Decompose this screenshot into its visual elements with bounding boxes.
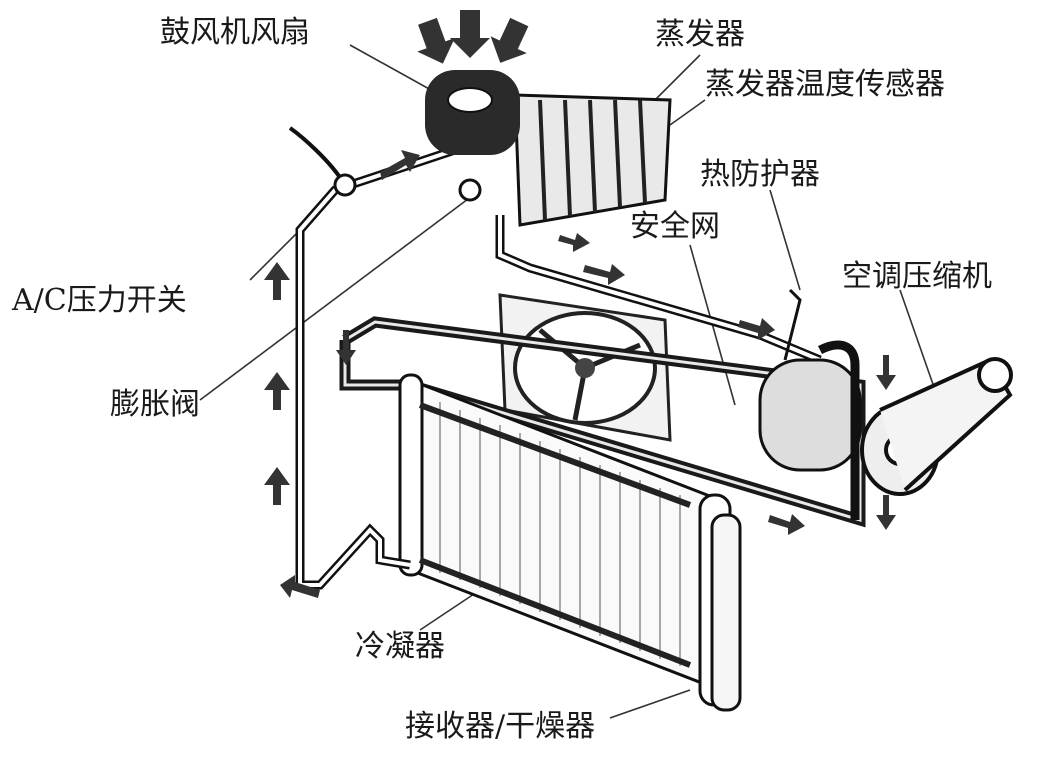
air-inlet-arrows bbox=[417, 10, 529, 64]
label-safety-net: 安全网 bbox=[630, 209, 720, 244]
label-evaporator-temp-sensor: 蒸发器温度传感器 bbox=[705, 67, 945, 102]
label-expansion-valve: 膨胀阀 bbox=[110, 387, 200, 422]
ac-compressor bbox=[758, 288, 1013, 520]
thermal-protector bbox=[783, 288, 802, 361]
evaporator bbox=[513, 93, 672, 227]
label-ac-compressor: 空调压缩机 bbox=[842, 259, 992, 294]
label-thermal-protector: 热防护器 bbox=[700, 157, 820, 192]
flow-arrows bbox=[264, 150, 896, 598]
blower-fan bbox=[425, 70, 520, 202]
pressure-switch bbox=[333, 173, 357, 197]
receiver-dryer bbox=[698, 493, 742, 712]
label-ac-pressure-switch: A/C压力开关 bbox=[12, 283, 187, 318]
label-evaporator: 蒸发器 bbox=[655, 17, 745, 52]
label-blower-fan: 鼓风机风扇 bbox=[160, 15, 310, 50]
label-condenser: 冷凝器 bbox=[355, 629, 445, 664]
label-receiver-dryer: 接收器/干燥器 bbox=[405, 709, 596, 744]
condenser bbox=[398, 373, 722, 693]
